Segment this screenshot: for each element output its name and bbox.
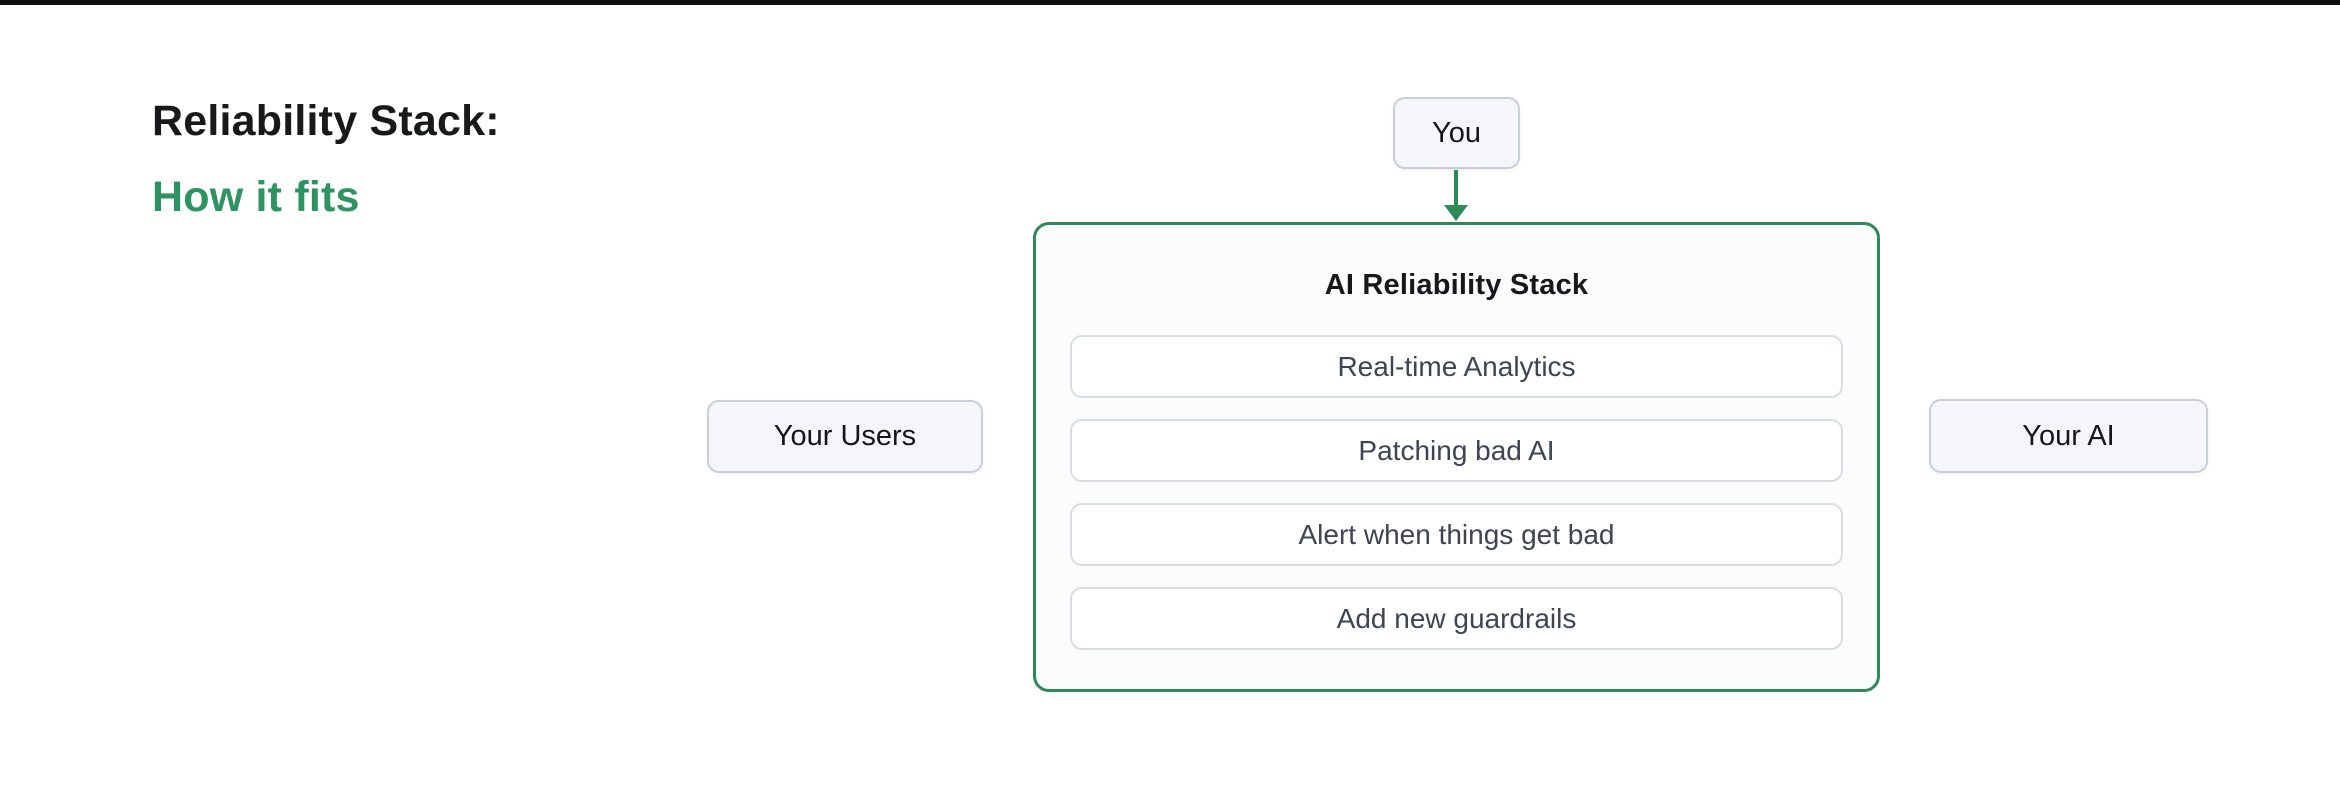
your-ai-node: Your AI (1929, 399, 2208, 473)
page-title-line2: How it fits (152, 173, 360, 222)
stack-title: AI Reliability Stack (1324, 269, 1589, 301)
stack-item-label: Patching bad AI (1358, 434, 1555, 466)
you-node-label: You (1432, 116, 1481, 149)
arrow-down-icon (1454, 170, 1458, 207)
you-node: You (1393, 97, 1520, 169)
stack-item-label: Real-time Analytics (1337, 350, 1576, 382)
top-divider (0, 0, 2340, 5)
stack-item-analytics: Real-time Analytics (1070, 335, 1843, 398)
your-ai-node-label: Your AI (2022, 419, 2115, 452)
arrow-down-head-icon (1444, 205, 1468, 221)
reliability-stack-box: AI Reliability Stack Real-time Analytics… (1033, 222, 1880, 692)
page-title-line1: Reliability Stack: (152, 97, 500, 145)
stack-item-alerting: Alert when things get bad (1070, 503, 1843, 566)
stack-item-label: Add new guardrails (1336, 602, 1577, 634)
your-users-node: Your Users (707, 400, 983, 473)
page-title: Reliability Stack: How it fits (152, 97, 500, 222)
stack-item-guardrails: Add new guardrails (1070, 587, 1843, 650)
stack-item-patching: Patching bad AI (1070, 419, 1843, 482)
stack-item-list: Real-time Analytics Patching bad AI Aler… (1070, 335, 1843, 650)
stack-item-label: Alert when things get bad (1298, 518, 1615, 550)
your-users-node-label: Your Users (773, 420, 917, 452)
